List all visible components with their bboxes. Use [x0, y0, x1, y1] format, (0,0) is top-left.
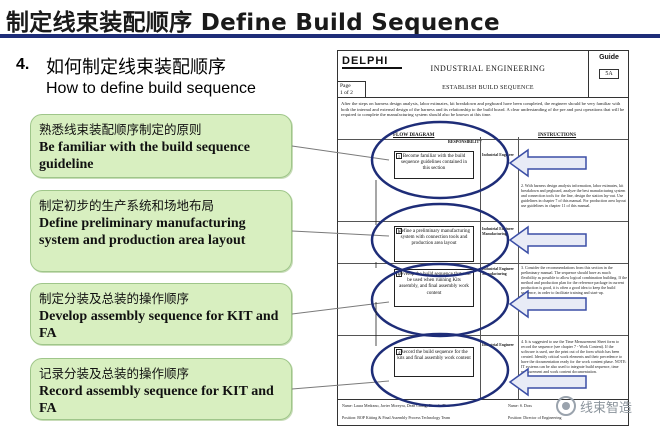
point-number: 4.	[16, 56, 30, 73]
approver-position-value: Director of Engineering	[523, 415, 562, 420]
callout-cn: 制定分装及总装的操作顺序	[39, 291, 190, 306]
callout-en: Define preliminary manufacturing system …	[39, 216, 246, 248]
step-text: Become familiar with the build sequence …	[401, 154, 467, 172]
callout-cn: 制定初步的生产系统和场地布局	[39, 198, 215, 213]
flow-diagram-heading: FLOW DIAGRAM	[393, 133, 435, 138]
step-number: 3	[396, 271, 402, 277]
approver-name: Name: S. Doss	[508, 403, 532, 408]
instruction-3: 3. Consider the recommendations from thi…	[521, 265, 627, 295]
callout-cn: 熟悉线束装配顺序制定的原则	[39, 122, 202, 137]
step-text: Define a preliminary manufacturing syste…	[397, 229, 471, 247]
flow-step-3: 3 Develop the build sequence that will b…	[394, 269, 474, 307]
instruction-2: 2. With harness design analysis informat…	[521, 183, 626, 208]
step-number: 4	[396, 349, 402, 355]
callout-develop: 制定分装及总装的操作顺序 Develop assembly sequence f…	[30, 283, 292, 345]
step-responsibility: Industrial Engineer	[482, 153, 514, 157]
step-number: 1	[396, 153, 402, 159]
name-label: Name	[508, 403, 518, 408]
step-text: Record the build sequence for the kits a…	[397, 350, 471, 362]
flow-step-4: 4 Record the build sequence for the kits…	[394, 347, 474, 377]
title-rule	[0, 34, 660, 38]
instruction-4: 4. It is suggested to use the Time Measu…	[521, 339, 627, 374]
logo-rule	[342, 67, 402, 69]
step-number: 2	[396, 228, 402, 234]
guide-label: Guide	[599, 54, 619, 61]
point-title-cn: 如何制定线束装配顺序	[46, 57, 226, 78]
sheet-header: DELPHI INDUSTRIAL ENGINEERING Guide 5A P…	[338, 51, 628, 98]
procedure-name: ESTABLISH BUILD SEQUENCE	[442, 85, 534, 91]
row-divider	[338, 139, 628, 140]
column-divider	[480, 137, 481, 399]
step-text: Develop the build sequence that will be …	[397, 272, 471, 296]
row-divider	[338, 263, 628, 264]
department-name: INDUSTRIAL ENGINEERING	[430, 64, 546, 73]
guide-box: Guide 5A	[588, 51, 628, 98]
callout-layout: 制定初步的生产系统和场地布局 Define preliminary manufa…	[30, 190, 292, 272]
step-responsibility: Industrial Engineer Manufacturing	[482, 227, 514, 236]
callout-record: 记录分装及总装的操作顺序 Record assembly sequence fo…	[30, 358, 292, 420]
approver-name-value: S. Doss	[519, 403, 532, 408]
callout-en: Be familiar with the build sequence guid…	[39, 140, 250, 172]
callout-en: Record assembly sequence for KIT and FA	[39, 384, 274, 416]
column-divider	[518, 137, 519, 399]
author-position: BOP Kitting & Final Assembly Process Tec…	[357, 415, 451, 420]
name-label: Name	[342, 403, 352, 408]
flow-step-2: 2 Define a preliminary manufacturing sys…	[394, 226, 474, 262]
position-label: Position	[342, 415, 356, 420]
page-title: 制定线束装配顺序 Define Build Sequence	[6, 10, 500, 36]
callout-guideline: 熟悉线束装配顺序制定的原则 Be familiar with the build…	[30, 114, 292, 178]
watermark: 线束智造	[556, 396, 632, 416]
delphi-logo: DELPHI	[342, 55, 389, 67]
footer-position: Position: BOP Kitting & Final Assembly P…	[342, 415, 451, 420]
approver-position: Position: Director of Engineering	[508, 415, 562, 420]
page-box: Page 1 of 2	[338, 81, 366, 98]
flow-step-1: 1 Become familiar with the build sequenc…	[394, 151, 474, 179]
callout-en: Develop assembly sequence for KIT and FA	[39, 309, 279, 341]
row-divider	[338, 335, 628, 336]
watermark-text: 线束智造	[580, 400, 633, 416]
title-bar: 制定线束装配顺序 Define Build Sequence	[0, 0, 660, 38]
page-value: 1 of 2	[340, 90, 353, 96]
page-label: Page	[340, 83, 351, 89]
procedure-sheet: DELPHI INDUSTRIAL ENGINEERING Guide 5A P…	[337, 50, 629, 426]
guide-number: 5A	[599, 69, 619, 79]
sheet-intro: After the steps on harness design analys…	[341, 101, 625, 118]
author-names: Laura Medrano, Javier Moreyra, Dean Chan…	[353, 403, 450, 408]
wechat-logo-icon	[556, 396, 576, 416]
point-title-en: How to define build sequence	[46, 80, 256, 97]
footer-names: Name: Laura Medrano, Javier Moreyra, Dea…	[342, 403, 450, 408]
step-responsibility: Industrial Engineer	[482, 343, 514, 347]
step-responsibility: Industrial Engineer Manufacturing	[482, 267, 514, 276]
instructions-heading: INSTRUCTIONS	[538, 133, 577, 138]
row-divider	[338, 221, 628, 222]
position-label: Position	[508, 415, 522, 420]
callout-cn: 记录分装及总装的操作顺序	[39, 366, 190, 381]
